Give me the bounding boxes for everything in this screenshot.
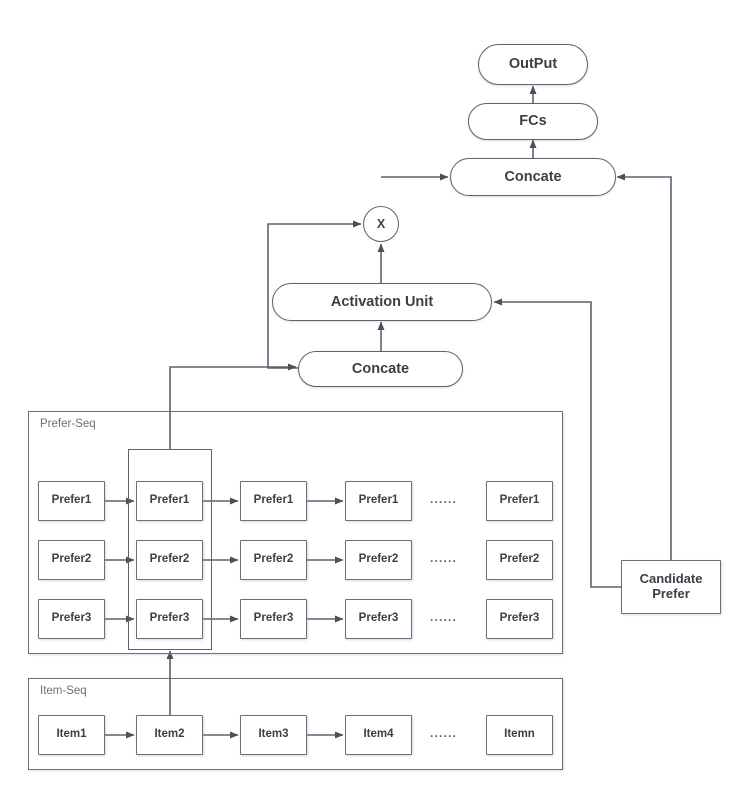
prefer-cell-r2c1[interactable]: Prefer2 [38,540,105,580]
prefer-seq-group [28,411,563,654]
prefer-cell-r2c5[interactable]: Prefer2 [486,540,553,580]
prefer-cell-r1c1[interactable]: Prefer1 [38,481,105,521]
prefer-cell-r1c2[interactable]: Prefer1 [136,481,203,521]
item-seq-ellipsis: ······ [430,729,457,743]
prefer-row-1-ellipsis: ······ [430,495,457,509]
prefer-cell-r2c3[interactable]: Prefer2 [240,540,307,580]
prefer-cell-r3c5[interactable]: Prefer3 [486,599,553,639]
prefer-cell-r2c4[interactable]: Prefer2 [345,540,412,580]
wire-candidate-to-concate [616,173,672,560]
prefer-cell-r3c2[interactable]: Prefer3 [136,599,203,639]
candidate-prefer-node[interactable]: Candidate Prefer [621,560,721,614]
prefer-row-2-ellipsis: ······ [430,554,457,568]
prefer-cell-r2c2[interactable]: Prefer2 [136,540,203,580]
output-node[interactable]: OutPut [478,44,588,85]
multiply-node[interactable]: X [363,206,399,242]
prefer-cell-r1c4[interactable]: Prefer1 [345,481,412,521]
item-seq-label: Item-Seq [40,685,87,697]
fcs-node[interactable]: FCs [468,103,598,140]
activation-unit-node[interactable]: Activation Unit [272,283,492,321]
concate-bottom-node[interactable]: Concate [298,351,463,387]
item-cell-4[interactable]: Item4 [345,715,412,755]
prefer-cell-r1c5[interactable]: Prefer1 [486,481,553,521]
prefer-column-highlight [128,449,212,650]
concate-top-node[interactable]: Concate [450,158,616,196]
item-cell-5[interactable]: Itemn [486,715,553,755]
item-cell-1[interactable]: Item1 [38,715,105,755]
prefer-cell-r1c3[interactable]: Prefer1 [240,481,307,521]
item-cell-2[interactable]: Item2 [136,715,203,755]
prefer-cell-r3c3[interactable]: Prefer3 [240,599,307,639]
prefer-cell-r3c4[interactable]: Prefer3 [345,599,412,639]
item-cell-3[interactable]: Item3 [240,715,307,755]
prefer-cell-r3c1[interactable]: Prefer3 [38,599,105,639]
item-seq-group [28,678,563,770]
prefer-row-3-ellipsis: ······ [430,613,457,627]
prefer-seq-label: Prefer-Seq [40,418,96,430]
